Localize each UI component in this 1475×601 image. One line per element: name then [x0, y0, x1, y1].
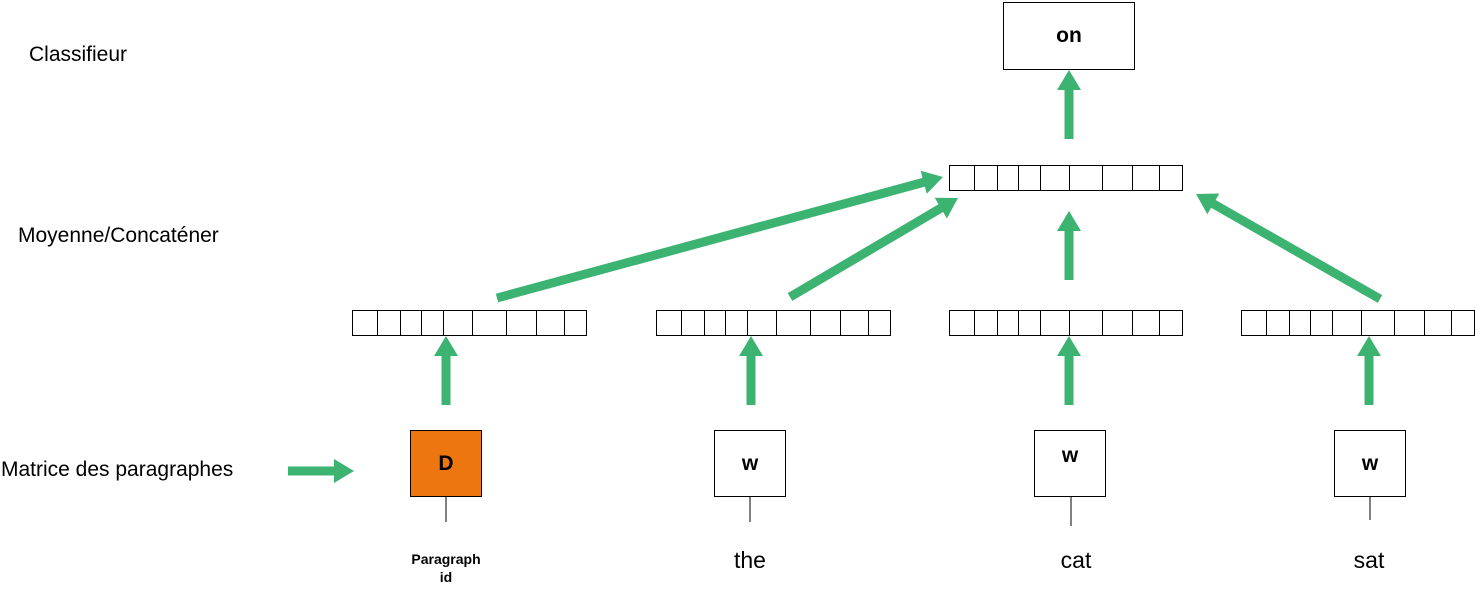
output-word-box: on [1003, 2, 1135, 70]
arrow-paragraph-vector-to-combined [495, 170, 943, 303]
word-token-cat: w [1061, 444, 1079, 467]
paragraph-token: D [438, 451, 454, 475]
paragraph-matrix-label: Matrice des paragraphes [1, 458, 234, 481]
input-word-cat: cat [1060, 547, 1092, 573]
arrow-the-token-up [739, 336, 763, 405]
word-vector-sat [1241, 310, 1475, 336]
arrow-the-vector-to-combined [787, 197, 958, 301]
classifier-label: Classifieur [29, 43, 128, 66]
paragraph-id-label: Paragraph id [392, 550, 500, 586]
arrow-combined-to-output [1057, 70, 1081, 139]
paragraph-token-box: D [410, 430, 482, 497]
word-token-box-sat: w [1334, 430, 1406, 497]
paragraph-id-line2: id [439, 569, 453, 585]
paragraph-id-line1: Paragraph [411, 551, 481, 567]
word-vector-the [656, 310, 891, 336]
arrow-sat-token-up [1357, 336, 1381, 405]
arrow-cat-vector-to-combined [1057, 211, 1081, 280]
paragraph-vector [352, 310, 587, 336]
input-word-the: the [734, 547, 766, 573]
average-concat-label: Moyenne/Concaténer [18, 224, 219, 247]
combined-vector [949, 165, 1183, 191]
arrow-cat-token-up [1057, 336, 1081, 405]
word-token-the: w [741, 451, 759, 475]
word-token-sat: w [1361, 451, 1379, 475]
input-word-sat: sat [1353, 547, 1385, 573]
word-token-box-cat: w [1034, 430, 1106, 497]
arrow-paragraph-token-up [434, 336, 458, 405]
word-token-box-the: w [714, 430, 786, 497]
output-word: on [1056, 24, 1082, 47]
word-vector-cat [949, 310, 1183, 336]
arrow-sat-vector-to-combined [1196, 193, 1383, 303]
arrow-matrix-to-paragraph [288, 459, 354, 483]
